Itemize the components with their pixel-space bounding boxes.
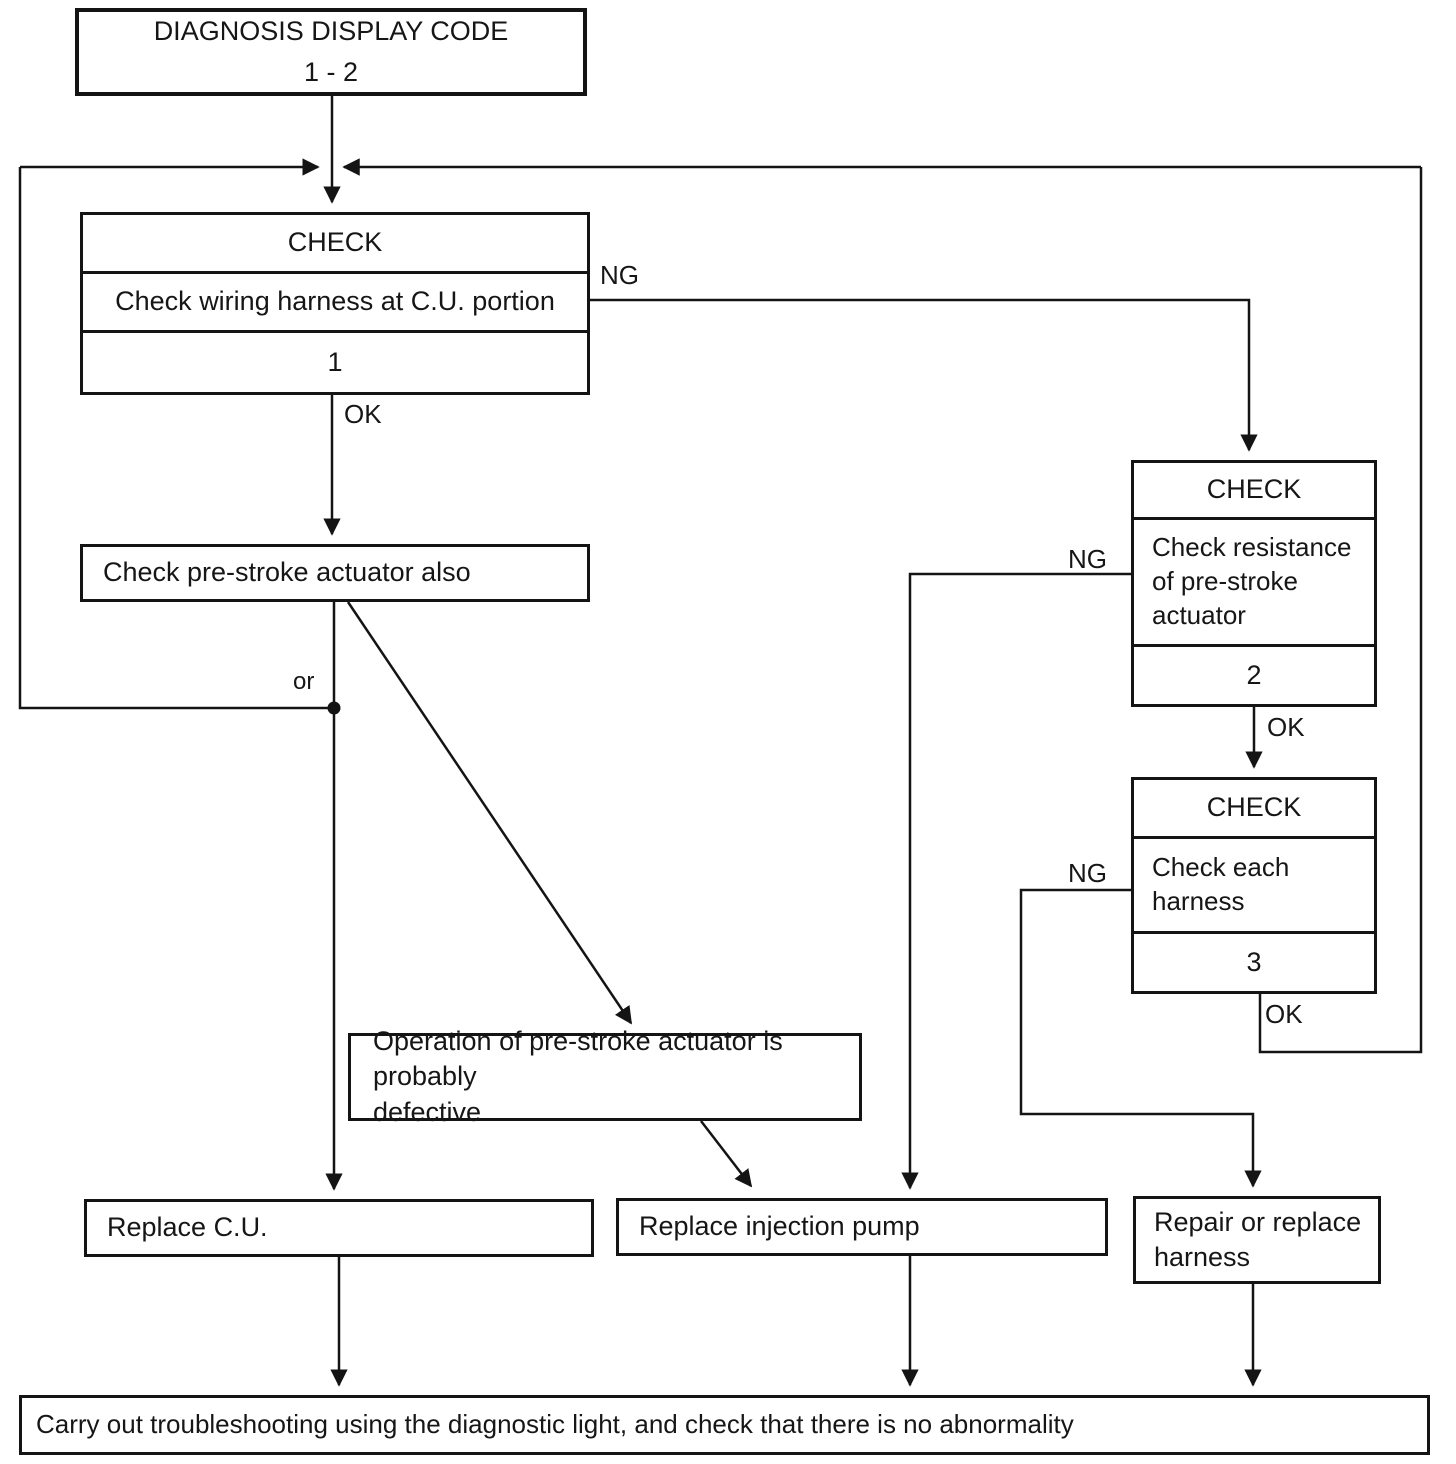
label-ok-check1: OK xyxy=(344,399,382,429)
label-ng-check2: NG xyxy=(1068,544,1107,574)
check2-body: Check resistance of pre-stroke actuator xyxy=(1134,517,1374,644)
check3-box: CHECK Check each harness 3 xyxy=(1131,777,1377,994)
line-operation-to-pump xyxy=(700,1120,753,1188)
operation-defective-line1: Operation of pre-stroke actuator is prob… xyxy=(373,1026,783,1092)
label-ok-check3: OK xyxy=(1265,999,1303,1029)
check3-header: CHECK xyxy=(1206,792,1302,823)
final-instruction-box: Carry out troubleshooting using the diag… xyxy=(19,1395,1430,1455)
diagnosis-code-value: 1 - 2 xyxy=(303,57,359,87)
check2-body-line3: actuator xyxy=(1152,599,1246,630)
label-ng-check3: NG xyxy=(1068,858,1107,888)
line-loopback-right xyxy=(1258,167,1423,1054)
diagnosis-code-box: DIAGNOSIS DISPLAY CODE 1 - 2 xyxy=(75,8,587,96)
repair-harness-box: Repair or replace harness xyxy=(1133,1196,1381,1284)
check3-number: 3 xyxy=(1134,931,1374,991)
line-ng2-to-pump xyxy=(901,572,1131,1190)
label-or-junction: or xyxy=(293,668,315,695)
pre-stroke-note-box: Check pre-stroke actuator also xyxy=(80,544,590,602)
repair-harness-line2: harness xyxy=(1154,1242,1251,1272)
check3-body: Check each harness xyxy=(1134,836,1374,931)
replace-pump-box: Replace injection pump xyxy=(616,1198,1108,1256)
line-loopback-left xyxy=(18,167,330,710)
check3-body-line2: harness xyxy=(1152,886,1245,916)
diagnosis-code-title: DIAGNOSIS DISPLAY CODE xyxy=(153,15,509,46)
final-instruction-text: Carry out troubleshooting using the diag… xyxy=(36,1409,1074,1440)
check1-number: 1 xyxy=(83,330,587,392)
check2-box: CHECK Check resistance of pre-stroke act… xyxy=(1131,460,1377,707)
pre-stroke-note-text: Check pre-stroke actuator also xyxy=(103,557,471,588)
replace-pump-text: Replace injection pump xyxy=(639,1211,920,1242)
check2-number: 2 xyxy=(1134,644,1374,704)
line-ng1-to-check2 xyxy=(590,298,1258,452)
check2-header: CHECK xyxy=(1206,474,1302,505)
replace-cu-box: Replace C.U. xyxy=(84,1199,594,1257)
label-ng-check1: NG xyxy=(600,260,639,290)
line-note-to-operation xyxy=(346,601,633,1025)
check1-box: CHECK Check wiring harness at C.U. porti… xyxy=(80,212,590,395)
line-ng3-to-harness xyxy=(1019,888,1262,1188)
check1-header: CHECK xyxy=(287,227,383,258)
check1-body: Check wiring harness at C.U. portion xyxy=(83,271,587,330)
repair-harness-line1: Repair or replace xyxy=(1154,1206,1362,1237)
label-ok-check2: OK xyxy=(1267,712,1305,742)
operation-defective-line2: defective xyxy=(373,1096,482,1127)
replace-cu-text: Replace C.U. xyxy=(107,1212,268,1243)
check2-body-line2: of pre-stroke xyxy=(1152,566,1298,597)
check2-body-line1: Check resistance xyxy=(1152,532,1352,563)
check3-body-line1: Check each xyxy=(1152,852,1290,883)
operation-defective-box: Operation of pre-stroke actuator is prob… xyxy=(348,1026,862,1127)
